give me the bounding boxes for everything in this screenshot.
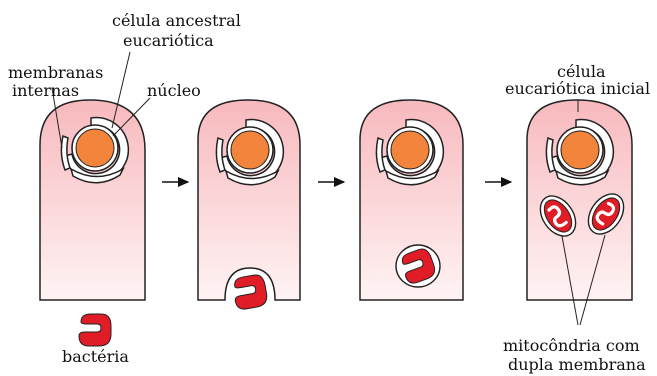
label-initial-line2: eucariótica inicial: [505, 79, 650, 98]
label-ancestral-line1: célula ancestral: [112, 11, 241, 30]
label-nucleus: núcleo: [147, 81, 201, 100]
cell-early-eukaryote: [527, 100, 632, 300]
vesicle-bacteria: [396, 245, 440, 287]
cell-ancestral: [40, 100, 145, 300]
bacteria: [79, 314, 111, 346]
cell-vesicle: [360, 100, 463, 300]
cell-engulfing: [198, 100, 300, 311]
label-mito-line1: mitocôndria com: [503, 336, 640, 355]
label-ancestral-line2: eucariótica: [123, 31, 214, 50]
label-bacteria: bactéria: [62, 347, 129, 366]
label-membranes-line1: membranas: [8, 63, 103, 82]
label-membranes-line2: internas: [12, 81, 79, 100]
bacteria-entering: [231, 273, 268, 310]
label-mito-line2: dupla membrana: [508, 355, 646, 374]
